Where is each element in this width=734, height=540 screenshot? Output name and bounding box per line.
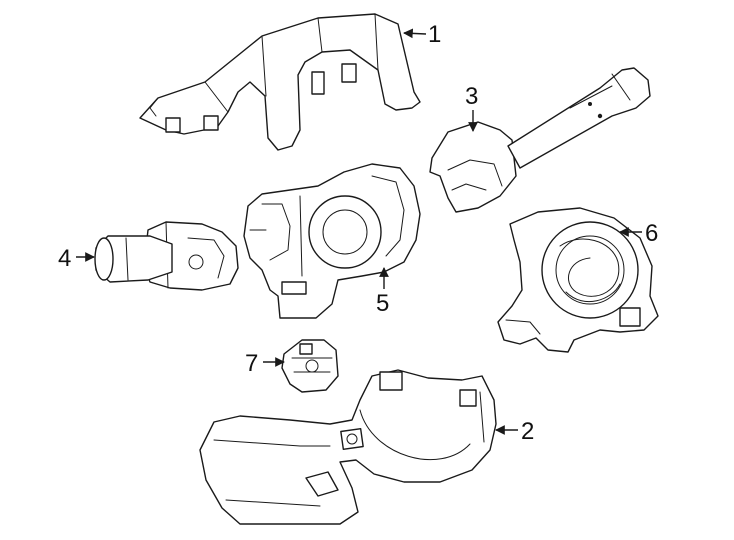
callout-label-4: 4 <box>58 245 71 272</box>
callout-label-5: 5 <box>376 290 389 317</box>
callout-label-6: 6 <box>645 220 658 247</box>
lower-column-cover-part <box>199 369 497 525</box>
upper-column-cover-part <box>139 13 421 151</box>
ignition-switch-part <box>281 339 339 393</box>
callout-label-7: 7 <box>245 350 258 377</box>
clockspring-part <box>497 207 659 353</box>
callout-label-2: 2 <box>521 418 534 445</box>
wiper-switch-part <box>429 67 651 213</box>
callout-label-3: 3 <box>465 83 478 110</box>
headlamp-switch-part <box>94 221 239 291</box>
leader-1 <box>403 28 427 39</box>
control-module-part <box>243 163 421 319</box>
callout-label-1: 1 <box>428 21 441 48</box>
